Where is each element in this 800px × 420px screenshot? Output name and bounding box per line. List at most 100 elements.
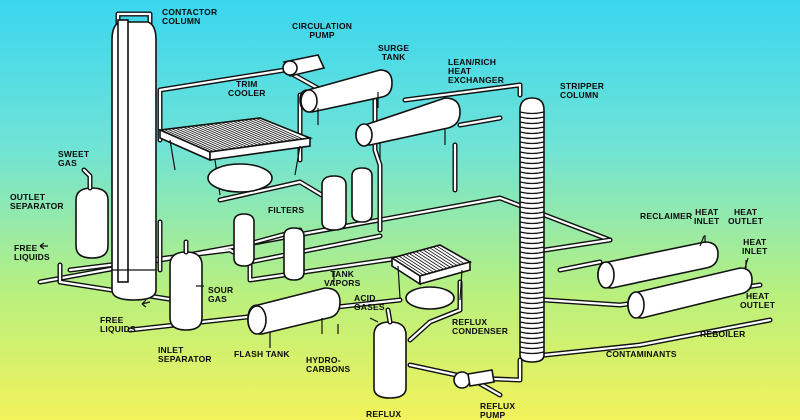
trim-cooler — [157, 117, 314, 196]
grille-line — [395, 256, 424, 276]
column-tray-line — [519, 181, 545, 185]
reflux-pump — [453, 369, 495, 389]
grille-line — [244, 119, 295, 143]
filters-group — [233, 167, 373, 281]
column-tray-line — [519, 176, 545, 180]
label-contaminants: CONTAMINANTS — [606, 349, 677, 359]
label-hydrocarbons: HYDRO-CARBONS — [306, 355, 351, 374]
grille-line — [179, 127, 230, 151]
column-tray-line — [519, 156, 545, 160]
column-tray-line — [519, 281, 545, 285]
reflux-drum — [373, 307, 407, 399]
label-reboiler: REBOILER — [700, 329, 746, 339]
outlet-separator — [75, 167, 109, 259]
circulation-pump — [282, 54, 326, 77]
grille-line — [236, 120, 288, 144]
grille-line — [232, 120, 284, 144]
column-tray-line — [519, 341, 545, 345]
column-tray-line — [519, 171, 545, 175]
grille-line — [167, 128, 218, 152]
grille-line — [240, 119, 291, 143]
reclaimer — [597, 235, 719, 289]
grille-line — [432, 246, 462, 266]
grille-line — [429, 247, 458, 267]
surge-tank — [299, 69, 393, 125]
inlet-separator — [169, 239, 203, 331]
column-tray-line — [519, 316, 545, 320]
column-tray-line — [519, 146, 545, 150]
column-tray-line — [519, 321, 545, 325]
column-tray-line — [519, 251, 545, 255]
column-tray-line — [519, 261, 545, 265]
column-tray-line — [519, 121, 545, 125]
column-tray-line — [519, 236, 545, 240]
column-tray-line — [519, 116, 545, 120]
grille-line — [255, 118, 307, 141]
grille-line — [202, 124, 253, 148]
column-tray-line — [519, 286, 545, 290]
column-tray-line — [519, 311, 545, 315]
column-tray-line — [519, 351, 545, 355]
contactor-column — [111, 19, 157, 301]
grille-line — [248, 119, 299, 142]
label-filters: FILTERS — [268, 205, 305, 215]
grille-line — [221, 122, 272, 145]
column-tray-line — [519, 276, 545, 280]
column-tray-line — [519, 346, 545, 350]
label-reclaimer: RECLAIMER — [640, 211, 693, 221]
column-tray-line — [519, 186, 545, 190]
column-tray-line — [519, 136, 545, 140]
grille-line — [412, 252, 441, 271]
reboiler — [627, 260, 753, 319]
grille-line — [163, 129, 215, 152]
column-tray-line — [519, 296, 545, 300]
grille-line — [186, 126, 238, 150]
grille-line — [436, 245, 465, 265]
column-tray-line — [519, 111, 545, 115]
grille-line — [225, 121, 276, 145]
grille-line — [229, 121, 280, 145]
column-tray-line — [519, 246, 545, 250]
column-tray-line — [519, 126, 545, 130]
column-tray-line — [519, 216, 545, 220]
column-tray-line — [519, 301, 545, 305]
flow-arrows — [39, 235, 749, 334]
reflux-condenser — [390, 244, 473, 310]
grille-line — [217, 122, 268, 146]
column-tray-line — [519, 221, 545, 225]
grille-line — [422, 249, 452, 268]
lean-rich-heat-exchanger — [355, 97, 461, 160]
grille-line — [175, 127, 226, 151]
grille-line — [182, 126, 234, 150]
grille-line — [398, 255, 428, 275]
label-reflux-drum: REFLUX — [366, 409, 402, 419]
grille-line — [419, 250, 448, 269]
column-tray-line — [519, 306, 545, 310]
grille-line — [402, 254, 431, 274]
column-tray-line — [519, 191, 545, 195]
column-tray-line — [519, 201, 545, 205]
column-tray-line — [519, 131, 545, 135]
column-tray-line — [519, 326, 545, 330]
grille-line — [205, 124, 257, 147]
column-tray-line — [519, 231, 545, 235]
column-tray-line — [519, 331, 545, 335]
column-tray-line — [519, 226, 545, 230]
column-tray-line — [519, 141, 545, 145]
grille-line — [190, 125, 241, 149]
column-tray-line — [519, 161, 545, 165]
